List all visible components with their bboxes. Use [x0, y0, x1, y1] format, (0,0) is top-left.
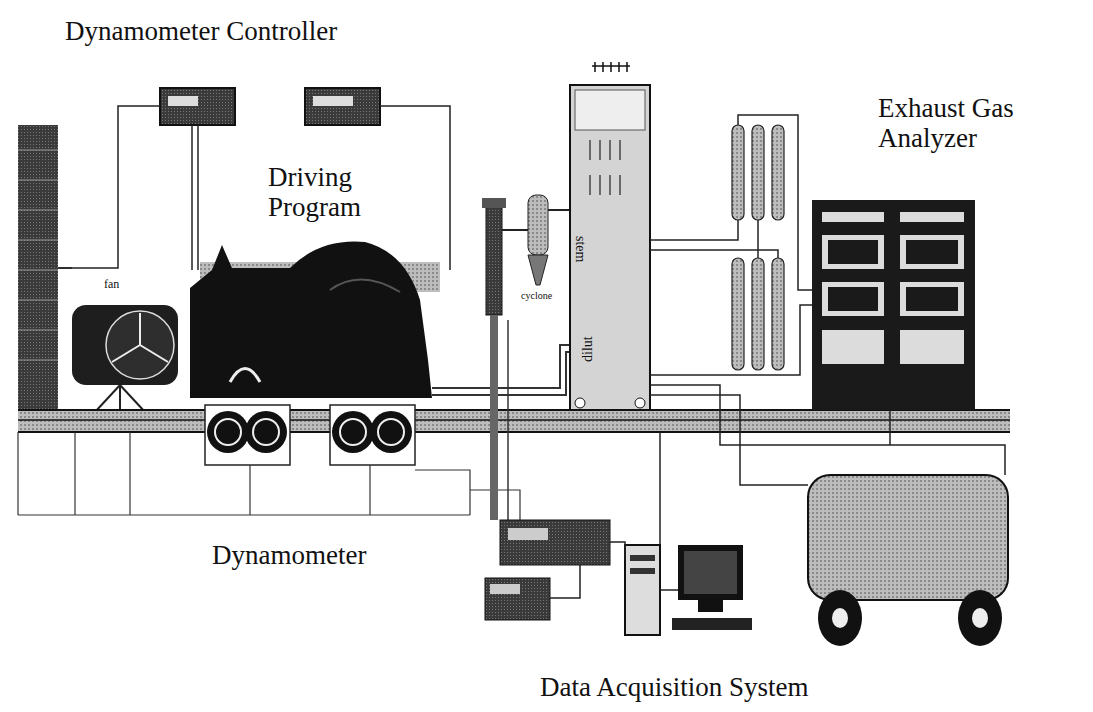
program-label: Driving Program [268, 162, 418, 222]
fan-label: fan [104, 278, 119, 291]
analyzer-label: Exhaust Gas Analyzer [878, 93, 1083, 153]
cyclone-label: cyclone [521, 290, 552, 301]
controller-label: Dynamometer Controller [65, 16, 337, 46]
tunnel-label: stem [572, 236, 588, 262]
tunnel-label: dilut [580, 336, 596, 362]
dynamometer-label: Dynamometer [212, 540, 366, 570]
daq-label: Data Acquisition System [540, 672, 808, 702]
